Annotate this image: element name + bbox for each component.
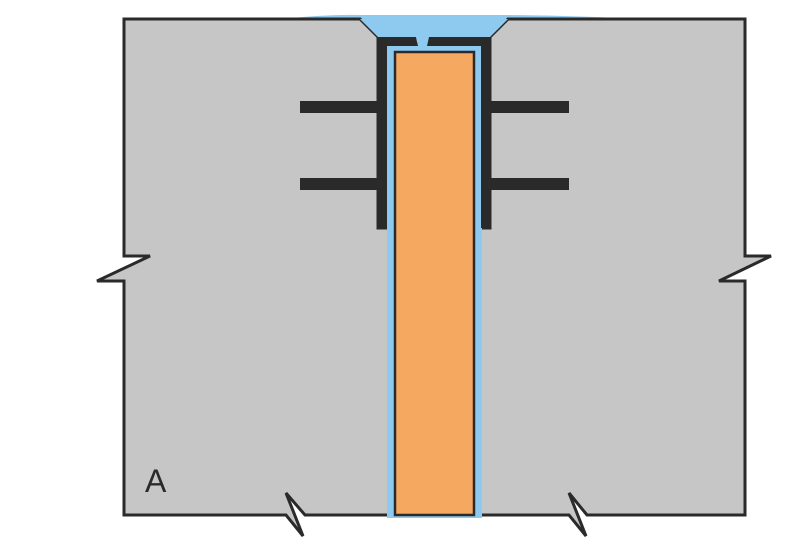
anchor-bar-left-upper [300, 101, 380, 113]
left-slab [96, 17, 391, 537]
sealant-top-wedge [360, 19, 508, 50]
right-slab [478, 17, 772, 537]
anchor-bar-right-lower [489, 178, 569, 190]
right-steel-angle [427, 37, 490, 228]
anchor-bar-right-upper [489, 101, 569, 113]
left-steel-angle [378, 37, 418, 228]
joint-filler-core [393, 50, 476, 517]
anchor-bar-left-lower [300, 178, 380, 190]
figure-label: A [145, 463, 167, 499]
